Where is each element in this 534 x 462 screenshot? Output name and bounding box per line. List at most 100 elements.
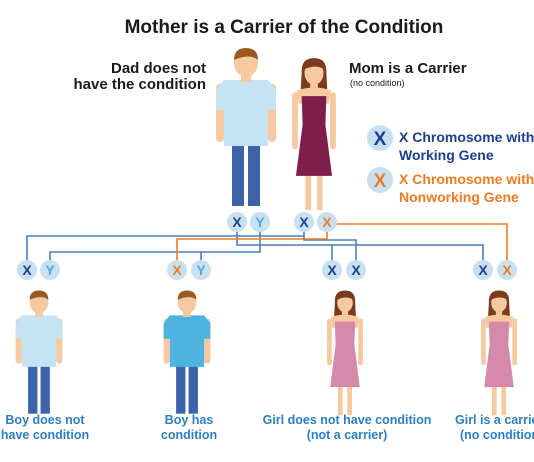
- child-captions: Boy does not have condition Boy has cond…: [1, 413, 534, 442]
- child4-girl-figure-left-leg: [491, 385, 497, 416]
- child3-girl-figure-dress: [330, 321, 360, 388]
- child1-caption-line1: Boy does not: [5, 413, 85, 427]
- child2-chromosome-1: X: [167, 260, 187, 280]
- child4-chromosome-2: X: [497, 260, 517, 280]
- mom-chromosome-2-bg: [317, 212, 337, 232]
- child3-caption-line2: (not a carrier): [307, 428, 388, 442]
- child1-chromosome-2-icon: Y: [45, 262, 55, 278]
- child1-boy-figure-shirt: [15, 315, 63, 367]
- child1-chromosome-2: Y: [40, 260, 60, 280]
- dad-figure: [216, 48, 276, 206]
- legend-nonworking-chrom-icon: X: [374, 171, 387, 192]
- child3-girl-figure-head: [337, 293, 353, 313]
- mom-figure-head: [304, 61, 324, 85]
- child4-caption-line1: Girl is a carrier: [455, 413, 534, 427]
- child3-girl-figure-bangs: [336, 291, 354, 300]
- child2-chromosome-1-bg: [167, 260, 187, 280]
- child1-boy-figure-left-leg: [28, 365, 38, 414]
- mom-figure-bangs: [303, 59, 325, 70]
- mom-chromosome-2: X: [317, 212, 337, 232]
- child1-chromosome-1: X: [17, 260, 37, 280]
- line-mom-x-girl1: [303, 236, 357, 262]
- child4-girl-figure-head: [491, 293, 507, 313]
- child3-girl-figure: [327, 290, 363, 416]
- mom-figure-right-arm: [330, 92, 336, 150]
- dad-chromosome-2: Y: [250, 212, 270, 232]
- child4-chromosome-1-bg: [473, 260, 493, 280]
- child3-girl-figure-right-leg: [347, 385, 353, 416]
- line-dad-y-boy2: [200, 230, 261, 262]
- child3-chromosome-2: X: [346, 260, 366, 280]
- child4-girl-figure-right-arm: [512, 318, 517, 366]
- mom-figure: [292, 58, 336, 211]
- dad-figure-hair: [234, 48, 258, 60]
- child4-girl-figure: [481, 290, 517, 416]
- legend-working-line2: Working Gene: [399, 147, 494, 163]
- mom-figure-dress: [295, 96, 333, 176]
- child2-chromosome-1-icon: X: [172, 262, 182, 278]
- child2-boy-figure-hair: [177, 290, 197, 300]
- mom-label: Mom is a Carrier: [349, 60, 467, 77]
- child2-chromosome-2-bg: [191, 260, 211, 280]
- child2-boy-figure-right-leg: [188, 365, 198, 414]
- dad-label-line1: Dad does not: [111, 60, 206, 77]
- child2-chromosome-2: Y: [191, 260, 211, 280]
- dad-chromosome-1: X: [227, 212, 247, 232]
- child4-chromosome-2-bg: [497, 260, 517, 280]
- child3-girl-figure-left-arm: [327, 318, 332, 366]
- line-mom-xcarrier-boy2: [176, 230, 328, 262]
- child3-chromosome-1: X: [322, 260, 342, 280]
- dad-figure-right-leg: [248, 144, 260, 206]
- child4-caption-line2: (no condition): [460, 428, 534, 442]
- legend-working-gene: X X Chromosome with Working Gene: [367, 125, 534, 163]
- mom-sublabel: (no condition): [350, 78, 405, 88]
- legend-nonworking-line2: Nonworking Gene: [399, 189, 519, 205]
- legend-nonworking-gene: X X Chromosome with Nonworking Gene: [367, 167, 534, 205]
- child4-girl-figure-dress: [484, 321, 514, 388]
- legend-working-chrom-bg: [367, 125, 393, 151]
- child3-girl-figure-left-leg: [337, 385, 343, 416]
- child1-chromosome-1-bg: [17, 260, 37, 280]
- legend-nonworking-line1: X Chromosome with: [399, 171, 534, 187]
- child2-caption-line1: Boy has: [165, 413, 214, 427]
- child1-boy-figure-hair: [29, 290, 49, 300]
- child1-boy-figure-right-leg: [40, 365, 50, 414]
- child2-boy-figure: [163, 290, 211, 414]
- child1-caption-line2: have condition: [1, 428, 89, 442]
- child1-chromosome-2-bg: [40, 260, 60, 280]
- child4-chromosome-1-icon: X: [478, 262, 488, 278]
- dad-label-line2: have the condition: [73, 76, 206, 93]
- child3-chromosome-2-bg: [346, 260, 366, 280]
- dad-chromosome-2-bg: [250, 212, 270, 232]
- dad-chromosome-1-bg: [227, 212, 247, 232]
- legend-working-chrom-icon: X: [374, 129, 387, 150]
- legend: X X Chromosome with Working Gene X X Chr…: [367, 125, 534, 205]
- child3-chromosome-1-icon: X: [327, 262, 337, 278]
- inheritance-lines: [26, 223, 508, 262]
- child3-chromosome-1-bg: [322, 260, 342, 280]
- child2-chromosome-2-icon: Y: [196, 262, 206, 278]
- diagram-title: Mother is a Carrier of the Condition: [125, 17, 444, 38]
- child4-chromosome-2-icon: X: [502, 262, 512, 278]
- child1-chromosome-1-icon: X: [22, 262, 32, 278]
- line-mom-x-boy1: [26, 230, 305, 262]
- child2-caption-line2: condition: [161, 428, 217, 442]
- line-dad-x-girl1: [236, 230, 333, 262]
- dad-figure-shirt: [216, 80, 276, 146]
- line-dad-x-girl2: [332, 244, 484, 262]
- mom-chromosome-2-icon: X: [322, 214, 332, 230]
- line-dad-y-boy1: [49, 251, 201, 262]
- dad-chromosome-2-icon: Y: [255, 214, 265, 230]
- mom-chromosome-1-icon: X: [299, 214, 309, 230]
- legend-nonworking-chrom-bg: [367, 167, 393, 193]
- dad-figure-left-leg: [232, 144, 244, 206]
- mom-figure-right-leg: [316, 174, 323, 211]
- child4-girl-figure-right-leg: [501, 385, 507, 416]
- dad-chromosome-1-icon: X: [232, 214, 242, 230]
- line-mom-xcarrier-girl2: [327, 223, 508, 262]
- child3-girl-figure-right-arm: [358, 318, 363, 366]
- child4-girl-figure-left-arm: [481, 318, 486, 366]
- child1-boy-figure: [15, 290, 63, 414]
